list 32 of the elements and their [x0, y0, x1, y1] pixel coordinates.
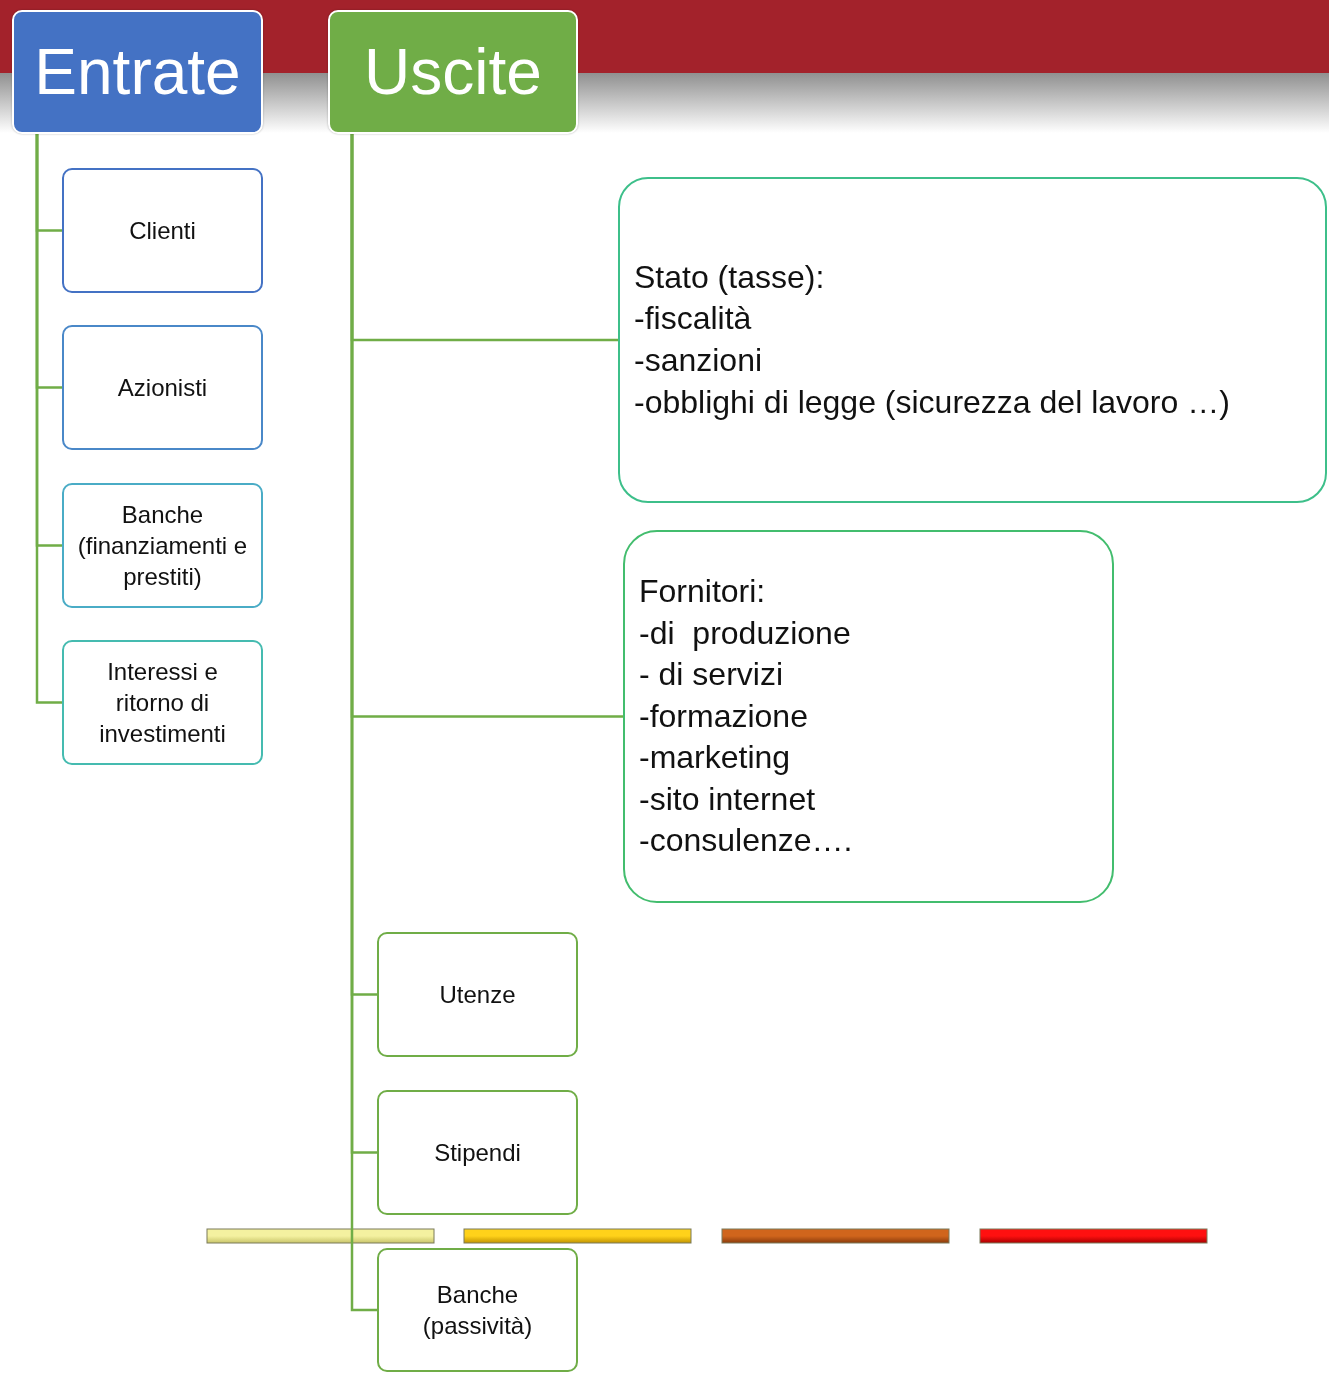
- item-box: [62, 483, 263, 608]
- category-header-box: [12, 10, 263, 134]
- item-box: [377, 1090, 578, 1215]
- item-text: -formazione: [639, 696, 808, 736]
- item-box: [62, 325, 263, 450]
- category-header-box: [328, 10, 578, 134]
- item-box: [62, 168, 263, 293]
- item-text: -marketing: [639, 738, 791, 778]
- item-text: -sito internet: [639, 779, 816, 819]
- item-text: Stipendi: [434, 1137, 521, 1168]
- item-box: [377, 932, 578, 1057]
- item-text: Utenze: [439, 979, 516, 1010]
- item-text: Azionisti: [117, 372, 208, 403]
- connector-line: [35, 134, 62, 704]
- item-text: Banche (passività): [421, 1279, 534, 1341]
- header-text: Entrate: [34, 36, 241, 108]
- item-box: [62, 640, 263, 765]
- item-text: Interessi e ritorno di investimenti: [98, 656, 227, 750]
- item-text: -consulenze….: [639, 821, 853, 861]
- header-text: Uscite: [364, 36, 542, 108]
- item-text: -sanzioni: [634, 341, 763, 380]
- item-text: -obblighi di legge (sicurezza del lavoro …): [634, 382, 1230, 422]
- item-text: -fiscalità: [634, 299, 752, 339]
- item-text: - di servizi: [639, 655, 783, 695]
- item-text: Stato (tasse):: [634, 257, 825, 297]
- item-text: Banche (finanziamenti e prestiti): [76, 499, 249, 593]
- item-box: [618, 177, 1327, 503]
- item-text: -di produzione: [639, 613, 851, 653]
- item-box: [377, 1248, 578, 1372]
- item-box: [623, 530, 1114, 903]
- item-text: Clienti: [129, 215, 196, 246]
- item-text: Fornitori:: [639, 571, 766, 611]
